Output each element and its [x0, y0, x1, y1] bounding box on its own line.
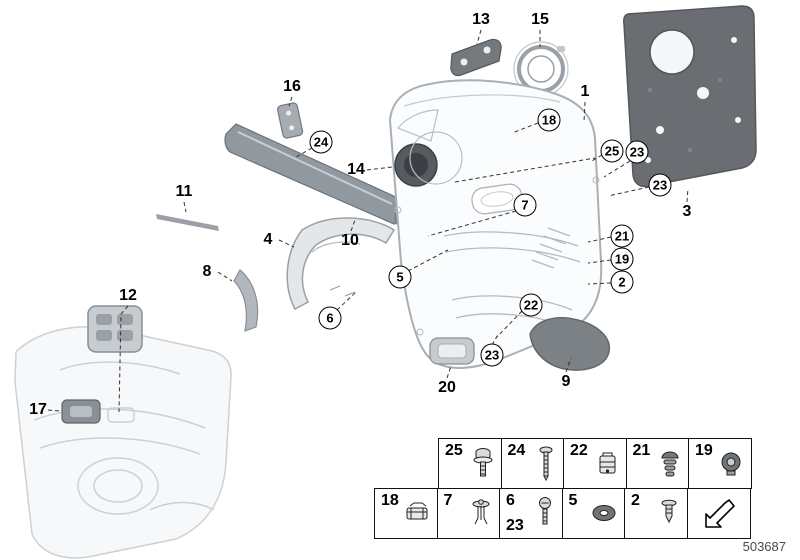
callout-20[interactable]: 20	[438, 379, 456, 396]
callout-8[interactable]: 8	[202, 263, 212, 280]
legend-cell-21[interactable]: 21	[625, 438, 690, 489]
callout-circle-25[interactable]: 25	[600, 139, 624, 163]
legend-number-21: 21	[632, 442, 651, 459]
washer-grommet-icon	[592, 505, 615, 521]
callout-4[interactable]: 4	[263, 231, 273, 248]
legend-cell-24[interactable]: 24	[500, 438, 565, 489]
legend-cell-2[interactable]: 2	[624, 487, 688, 539]
small-bracket-art	[277, 102, 304, 139]
expansion-rivet-icon	[472, 499, 489, 525]
callout-circle-5[interactable]: 5	[388, 265, 412, 289]
callout-circle-19[interactable]: 19	[610, 247, 634, 271]
top-bracket-art	[450, 38, 502, 77]
legend-cell-7[interactable]: 7	[436, 487, 501, 539]
ribbed-plug-icon	[660, 451, 679, 476]
leader-lines	[47, 29, 689, 413]
grommet-plug-icon	[721, 452, 741, 475]
legend-cell-6-23[interactable]: 6 23	[499, 487, 563, 539]
insulation-panel-art	[623, 5, 757, 188]
direction-arrow-icon	[704, 499, 735, 528]
legend-number-18: 18	[381, 491, 399, 509]
legend-row-2: 18 7 6 23	[374, 487, 752, 539]
legend-cell-19[interactable]: 19	[688, 438, 752, 489]
clip-nut-icon	[599, 452, 616, 473]
trim-strip-art	[156, 214, 219, 231]
callout-15[interactable]: 15	[531, 11, 549, 28]
callout-circle-23c[interactable]: 23	[480, 343, 504, 367]
door-panel-main-art	[388, 79, 603, 369]
expanding-clip-icon	[661, 499, 677, 524]
callout-circle-23a[interactable]: 23	[625, 140, 649, 164]
callout-12[interactable]: 12	[119, 287, 137, 304]
screw-washer-icon	[473, 447, 493, 476]
crescent-trim-art	[233, 269, 259, 332]
callout-9[interactable]: 9	[561, 373, 571, 390]
callout-circle-24[interactable]: 24	[309, 130, 333, 154]
legend-number-19: 19	[695, 442, 713, 459]
legend-number-6: 6	[506, 491, 515, 509]
callout-circle-21[interactable]: 21	[610, 224, 634, 248]
callout-17[interactable]: 17	[29, 401, 47, 418]
legend-number-23: 23	[506, 516, 524, 534]
armrest-pad-art	[529, 317, 610, 371]
callout-circle-6[interactable]: 6	[318, 306, 342, 330]
legend-number-5: 5	[568, 491, 578, 509]
callout-11[interactable]: 11	[175, 183, 193, 200]
door-panel-faded-art	[14, 326, 232, 559]
legend-number-25: 25	[445, 442, 463, 459]
callout-circle-2[interactable]: 2	[610, 270, 634, 294]
legend-cell-arrow[interactable]	[686, 487, 751, 539]
lock-knob-art	[61, 399, 101, 424]
callout-1[interactable]: 1	[580, 83, 590, 100]
channel-clip-icon	[406, 502, 428, 520]
pan-screw-icon	[539, 497, 551, 525]
grip-frame-art	[286, 217, 396, 311]
legend-cell-25[interactable]: 25	[438, 438, 502, 489]
legend-cell-18[interactable]: 18	[374, 487, 438, 539]
callout-3[interactable]: 3	[682, 203, 692, 220]
legend-number-24: 24	[507, 442, 526, 459]
legend-cell-22[interactable]: 22	[563, 438, 627, 489]
callout-circle-23b[interactable]: 23	[648, 173, 672, 197]
callout-14[interactable]: 14	[347, 161, 365, 178]
legend-number-2: 2	[631, 491, 640, 509]
window-switch-art	[87, 305, 143, 353]
courtesy-lamp-art	[429, 337, 475, 365]
legend-number-7: 7	[443, 491, 453, 509]
callout-circle-7[interactable]: 7	[513, 193, 537, 217]
callout-13[interactable]: 13	[472, 11, 490, 28]
callout-10[interactable]: 10	[341, 232, 359, 249]
callout-circle-18[interactable]: 18	[537, 108, 561, 132]
long-screw-icon	[539, 446, 552, 481]
fastener-legend: 25 24 22	[374, 438, 752, 539]
callout-circle-22[interactable]: 22	[519, 293, 543, 317]
diagram-number: 503687	[742, 539, 786, 554]
legend-cell-5[interactable]: 5	[561, 487, 626, 539]
callout-16[interactable]: 16	[283, 78, 301, 95]
legend-number-22: 22	[570, 442, 588, 459]
legend-row-1: 25 24 22	[438, 438, 752, 489]
